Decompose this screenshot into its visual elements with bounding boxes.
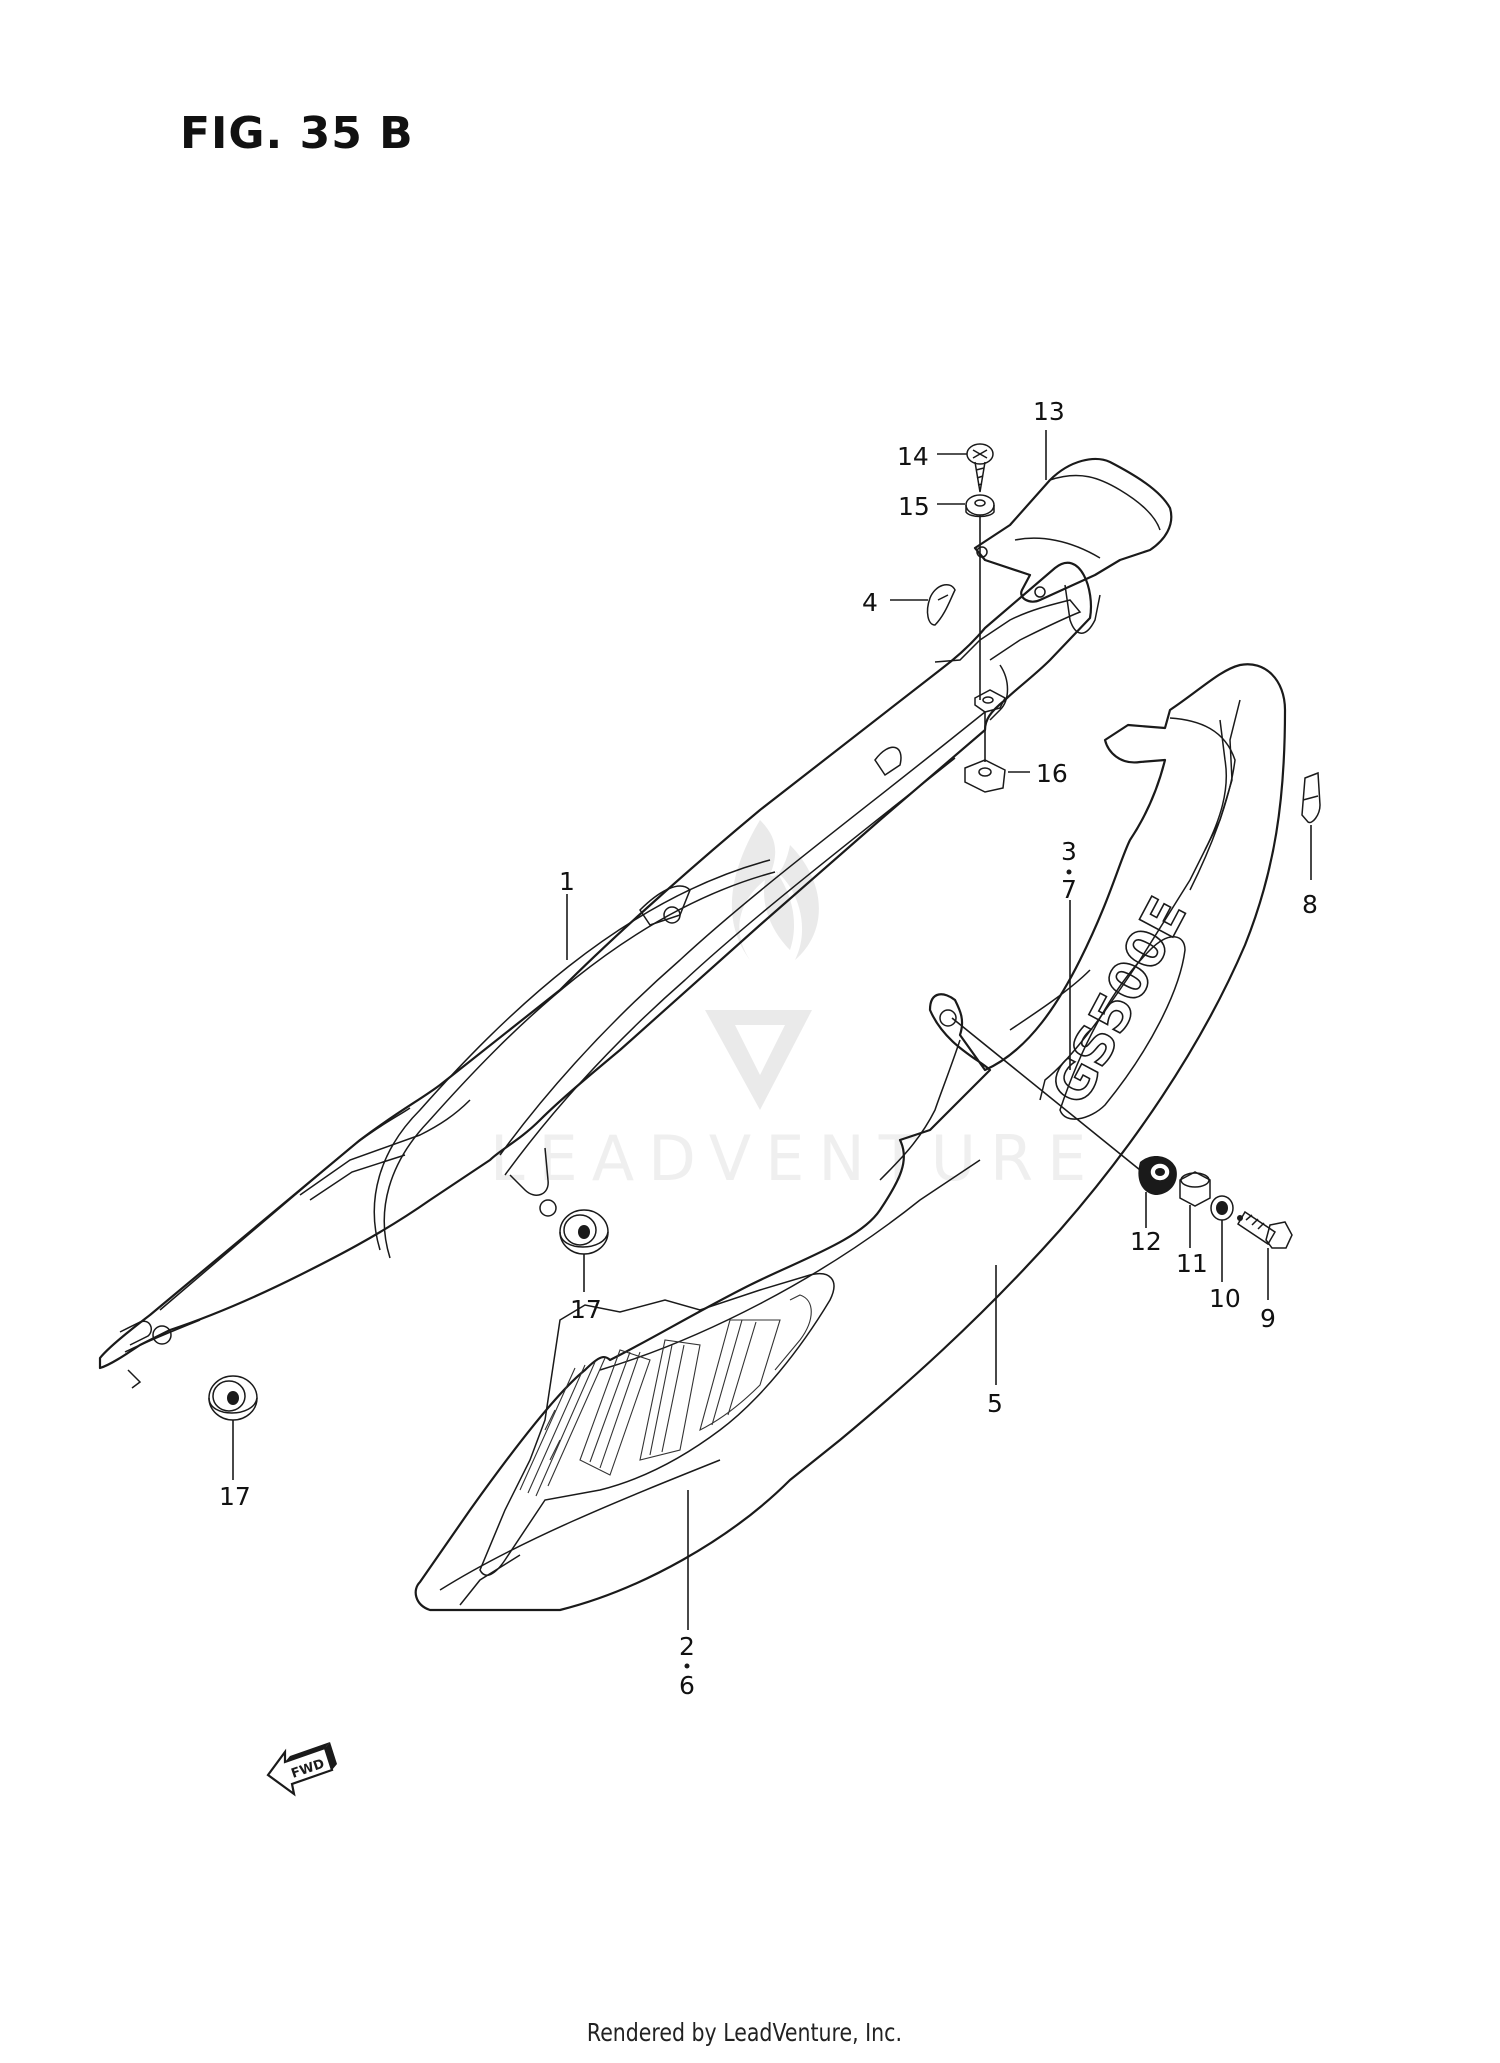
callout-15: 15 xyxy=(898,492,930,521)
side-stripe-hatching xyxy=(519,1294,812,1497)
callout-labels: 13 14 15 4 16 3 7 8 1 12 11 10 9 5 17 17… xyxy=(219,397,1318,1700)
watermark: LEADVENTURE xyxy=(490,820,1100,1195)
rail-bracket xyxy=(973,458,1173,634)
callout-8: 8 xyxy=(1302,890,1318,919)
fwd-arrow-icon: FWD xyxy=(266,1742,337,1797)
leader-lines xyxy=(232,430,1312,1630)
watermark-text: LEADVENTURE xyxy=(490,1122,1100,1195)
callout-2: 2 xyxy=(679,1632,695,1661)
callout-6: 6 xyxy=(679,1671,695,1700)
figure-title: FIG. 35 B xyxy=(180,108,414,159)
grommet-17-upper xyxy=(559,1209,609,1255)
callout-1: 1 xyxy=(559,867,575,896)
callout-5: 5 xyxy=(987,1389,1003,1418)
washer-10 xyxy=(1210,1195,1234,1221)
grommet-17-lower xyxy=(208,1375,258,1421)
callout-16: 16 xyxy=(1036,759,1068,788)
frame-cover-left xyxy=(98,561,1092,1389)
callout-11: 11 xyxy=(1176,1249,1208,1278)
callout-12: 12 xyxy=(1130,1227,1162,1256)
callout-14: 14 xyxy=(897,442,929,471)
footer-credit: Rendered by LeadVenture, Inc. xyxy=(586,2018,902,2047)
grommet-12 xyxy=(1138,1156,1177,1195)
collar-11 xyxy=(1179,1171,1211,1207)
clip-8 xyxy=(1301,771,1321,824)
callout-17-lower: 17 xyxy=(219,1482,251,1511)
callout-3-7-dot xyxy=(1066,869,1072,875)
clip-4 xyxy=(926,583,956,626)
decal-text: GS500E xyxy=(1041,888,1199,1114)
washer-15 xyxy=(965,494,995,518)
screw-14 xyxy=(966,443,994,493)
callout-17-upper: 17 xyxy=(570,1295,602,1324)
callout-7: 7 xyxy=(1061,875,1077,904)
callout-2-6-dot xyxy=(684,1663,690,1669)
bolt-9 xyxy=(1236,1210,1293,1249)
callout-4: 4 xyxy=(862,588,878,617)
callout-13: 13 xyxy=(1033,397,1065,426)
callout-3: 3 xyxy=(1061,837,1077,866)
callout-9: 9 xyxy=(1260,1304,1276,1333)
callout-10: 10 xyxy=(1209,1284,1241,1313)
